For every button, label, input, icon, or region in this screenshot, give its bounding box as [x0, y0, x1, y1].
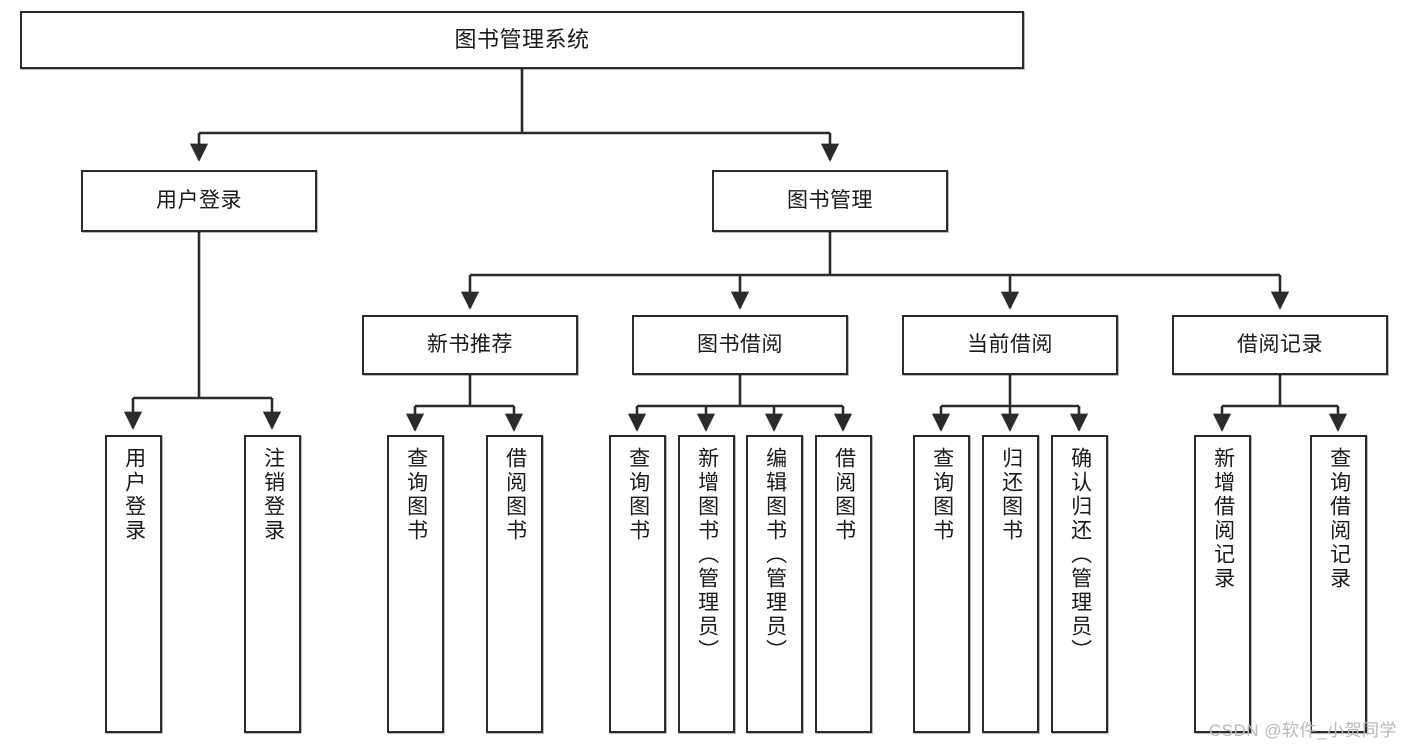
node-label: 新增借阅记录: [1211, 447, 1235, 591]
node-label: 查询图书: [404, 447, 428, 543]
leaf-query-borrow-record[interactable]: 查询借阅记录: [1310, 435, 1367, 733]
node-label: 借阅图书: [832, 447, 856, 543]
node-label: 编辑图书（管理员）: [763, 447, 787, 663]
leaf-return-book[interactable]: 归还图书: [982, 435, 1039, 733]
node-label: 当前借阅: [967, 332, 1053, 356]
leaf-confirm-return-admin[interactable]: 确认归还（管理员）: [1051, 435, 1108, 733]
node-new-book-recommend[interactable]: 新书推荐: [362, 315, 578, 375]
node-label: 注销登录: [261, 447, 285, 543]
node-borrow-record[interactable]: 借阅记录: [1172, 315, 1388, 375]
leaf-query-book-borrow[interactable]: 查询图书: [609, 435, 666, 733]
node-label: 用户登录: [122, 447, 146, 543]
node-label: 用户登录: [156, 188, 242, 212]
csdn-watermark: CSDN @软件_小贺同学: [1208, 721, 1397, 740]
node-user-login[interactable]: 用户登录: [81, 170, 317, 232]
node-label: 查询图书: [626, 447, 650, 543]
node-label: 图书管理系统: [454, 27, 590, 53]
node-label: 图书借阅: [697, 332, 783, 356]
node-label: 借阅图书: [503, 447, 527, 543]
node-root-book-management-system[interactable]: 图书管理系统: [20, 11, 1024, 69]
leaf-logout-login[interactable]: 注销登录: [244, 435, 301, 733]
node-book-borrow[interactable]: 图书借阅: [632, 315, 848, 375]
node-label: 归还图书: [999, 447, 1023, 543]
leaf-user-login[interactable]: 用户登录: [105, 435, 162, 733]
leaf-borrow-book-recommend[interactable]: 借阅图书: [486, 435, 543, 733]
node-label: 图书管理: [787, 188, 873, 212]
leaf-query-book-current[interactable]: 查询图书: [913, 435, 970, 733]
leaf-edit-book-admin[interactable]: 编辑图书（管理员）: [746, 435, 803, 733]
leaf-borrow-book[interactable]: 借阅图书: [815, 435, 872, 733]
node-book-manage[interactable]: 图书管理: [712, 170, 948, 232]
node-label: 查询图书: [930, 447, 954, 543]
node-current-borrow[interactable]: 当前借阅: [902, 315, 1118, 375]
node-label: 借阅记录: [1237, 332, 1323, 356]
node-label: 新书推荐: [427, 332, 513, 356]
leaf-add-borrow-record[interactable]: 新增借阅记录: [1194, 435, 1251, 733]
leaf-add-book-admin[interactable]: 新增图书（管理员）: [678, 435, 735, 733]
node-label: 新增图书（管理员）: [695, 447, 719, 663]
node-label: 确认归还（管理员）: [1068, 447, 1092, 663]
node-label: 查询借阅记录: [1327, 447, 1351, 591]
leaf-query-book-recommend[interactable]: 查询图书: [387, 435, 444, 733]
